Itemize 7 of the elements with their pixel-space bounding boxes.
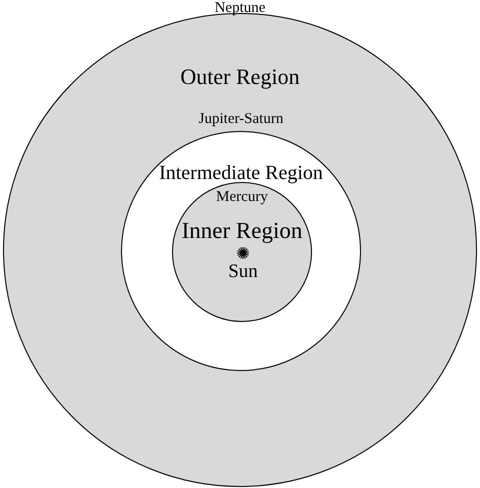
planet-label: Neptune — [214, 1, 266, 16]
planet-label: Mercury — [216, 190, 268, 205]
region-label: Outer Region — [180, 66, 300, 88]
region-label: Intermediate Region — [159, 163, 323, 183]
planet-label: Jupiter-Saturn — [198, 112, 284, 127]
region-label: Inner Region — [182, 219, 302, 242]
sun-label: Sun — [228, 262, 258, 281]
